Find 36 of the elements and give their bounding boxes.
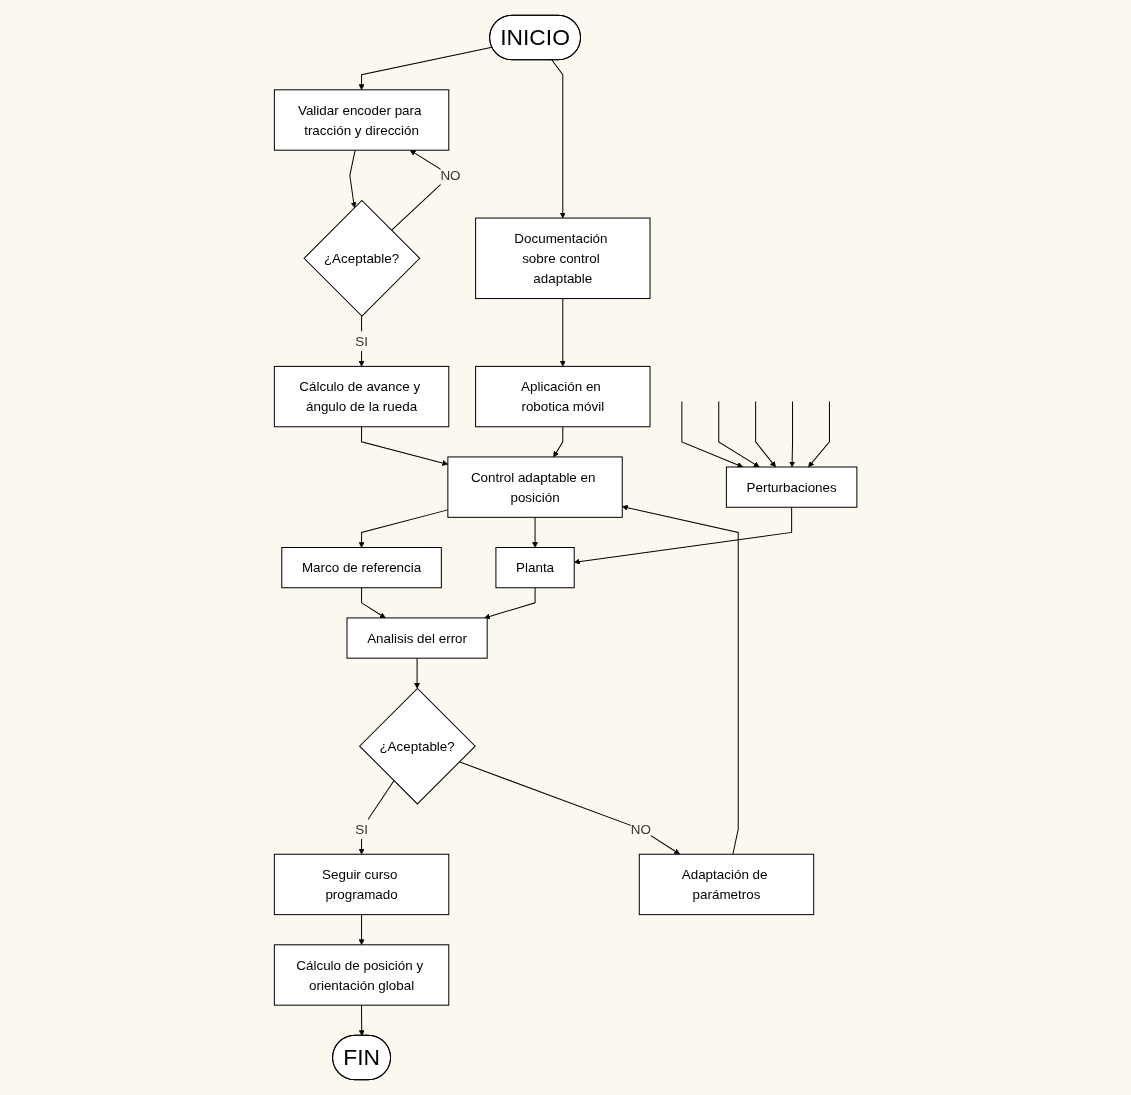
arrow — [553, 426, 564, 458]
arrow — [349, 149, 357, 208]
node-box: Perturbaciones — [725, 466, 858, 508]
node-box: Cálculo de avance y ángulo de la rueda — [273, 365, 450, 428]
node-box: Marco de referencia — [281, 547, 442, 589]
edge-label: NO — [630, 821, 651, 837]
arrow — [360, 426, 448, 466]
arrow — [532, 516, 538, 548]
arrow — [551, 59, 566, 219]
arrow — [414, 657, 420, 689]
arrow — [358, 46, 493, 91]
arrow — [458, 761, 680, 855]
arrow — [789, 401, 795, 468]
node-box: Planta — [495, 547, 575, 589]
node-box: Analisis del error — [346, 617, 488, 659]
node-box: Control adaptable en posición — [447, 456, 623, 518]
edge-label: SI — [355, 333, 368, 349]
node-box: Cálculo de posición y orientación global — [273, 944, 450, 1006]
arrow — [484, 587, 536, 620]
arrow — [808, 401, 830, 468]
node-box: Validar encoder para tracción y dirección — [273, 89, 450, 151]
arrow — [358, 914, 365, 946]
arrow — [360, 587, 386, 619]
node-diamond: ¿Aceptable? — [358, 687, 476, 805]
arrow — [559, 298, 566, 367]
arrow — [755, 401, 776, 468]
node-box: Aplicación en robotica móvil — [474, 365, 651, 428]
edge-label: SI — [355, 821, 368, 837]
arrow — [358, 1004, 365, 1036]
node-box: Seguir curso programado — [273, 853, 450, 916]
node-box: Documentación sobre control adaptable — [474, 217, 651, 300]
node-diamond: ¿Aceptable? — [303, 199, 421, 317]
arrow — [718, 401, 760, 468]
node-box: Adaptación de parámetros — [638, 853, 815, 916]
edge-label: NO — [440, 167, 461, 183]
arrow — [681, 401, 743, 468]
